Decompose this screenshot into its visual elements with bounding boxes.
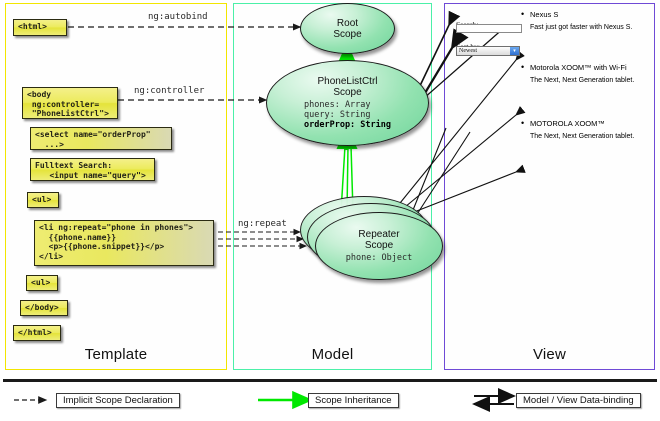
phone-list-item[interactable]: Motorola XOOM™ with Wi-Fi The Next, Next… <box>530 63 660 84</box>
phone-snippet: Fast just got faster with Nexus S. <box>530 24 633 31</box>
code-box-select-orderprop[interactable]: <select name="orderProp" ...> <box>30 127 172 150</box>
panel-title-template: Template <box>84 346 148 363</box>
panel-title-model: Model <box>311 346 354 363</box>
phone-name: Motorola XOOM™ with Wi-Fi <box>530 63 660 72</box>
code-box-html-open[interactable]: <html> <box>13 19 67 36</box>
phone-list-item[interactable]: MOTOROLA XOOM™ The Next, Next Generation… <box>530 119 660 140</box>
panel-view: View <box>444 3 655 370</box>
legend-label: Scope Inheritance <box>308 392 399 408</box>
code-box-body-close[interactable]: </body> <box>20 300 68 316</box>
legend-label: Model / View Data-binding <box>516 392 641 408</box>
code-box-ul-open[interactable]: <ul> <box>27 192 59 208</box>
search-input[interactable] <box>456 24 522 33</box>
chevron-down-icon: ▾ <box>510 47 519 55</box>
panel-title-view: View <box>532 346 567 363</box>
legend-implicit-scope-declaration: Implicit Scope Declaration <box>56 392 180 408</box>
phone-list-item[interactable]: Nexus S Fast just got faster with Nexus … <box>530 10 660 31</box>
panel-model: Model <box>233 3 432 370</box>
ng-autobind-label: ng:autobind <box>148 12 208 22</box>
legend-scope-inheritance: Scope Inheritance <box>308 392 399 408</box>
ng-controller-label: ng:controller <box>134 86 205 96</box>
code-box-body-controller[interactable]: <body ng:controller= "PhoneListCtrl"> <box>22 87 118 119</box>
ng-repeat-label: ng:repeat <box>238 219 287 229</box>
legend-label: Implicit Scope Declaration <box>56 392 180 408</box>
phone-name: Nexus S <box>530 10 660 19</box>
code-box-li-ngrepeat[interactable]: <li ng:repeat="phone in phones"> {{phone… <box>34 220 214 266</box>
code-box-html-close[interactable]: </html> <box>13 325 61 341</box>
phone-snippet: The Next, Next Generation tablet. <box>530 133 635 140</box>
legend-divider <box>3 379 657 382</box>
sort-by-selected-value: Newest <box>459 48 477 54</box>
code-box-ul-close[interactable]: <ul> <box>26 275 58 291</box>
legend-model-view-databinding: Model / View Data-binding <box>516 392 641 408</box>
sort-by-select[interactable]: Newest ▾ <box>456 46 520 56</box>
scope-repeater-props: phone: Object <box>345 253 413 263</box>
phone-name: MOTOROLA XOOM™ <box>530 119 660 128</box>
code-box-fulltext-search[interactable]: Fulltext Search: <input name="query"> <box>30 158 155 181</box>
phone-snippet: The Next, Next Generation tablet. <box>530 77 635 84</box>
